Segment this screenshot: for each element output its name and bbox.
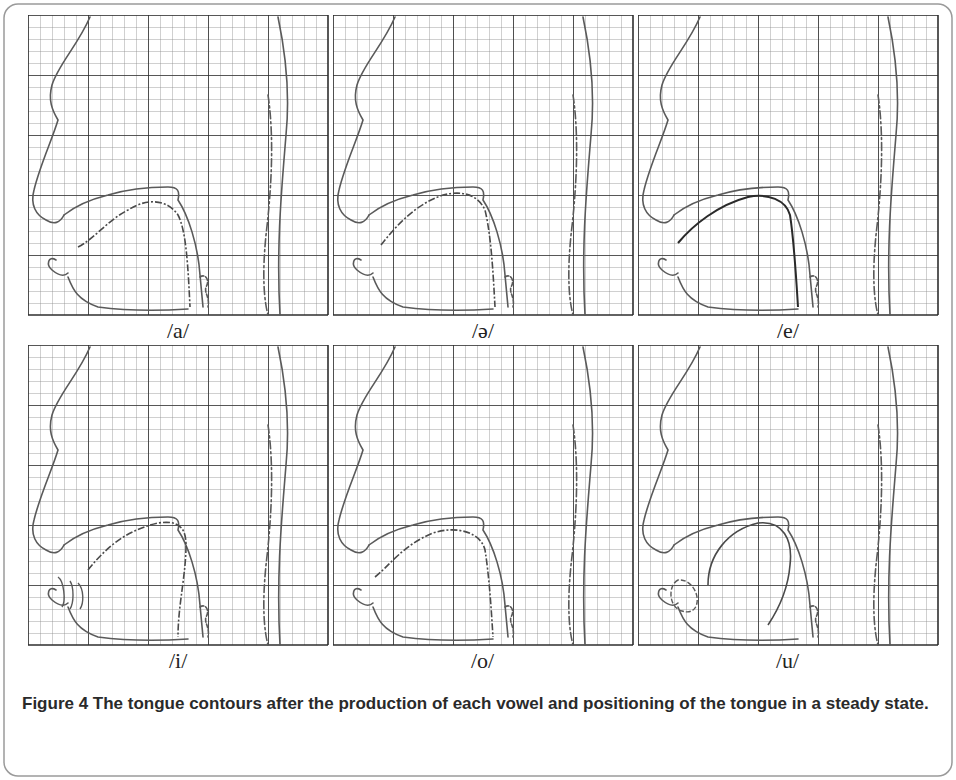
vowel-label: /ə/ bbox=[469, 319, 497, 343]
vowel-label: /e/ bbox=[774, 319, 802, 343]
vowel-label: /u/ bbox=[773, 649, 802, 673]
vowel-label: /o/ bbox=[468, 649, 497, 673]
vowel-label: /i/ bbox=[166, 649, 190, 673]
figure-caption: Figure 4 The tongue contours after the p… bbox=[22, 692, 932, 716]
vowel-label: /a/ bbox=[164, 319, 192, 343]
